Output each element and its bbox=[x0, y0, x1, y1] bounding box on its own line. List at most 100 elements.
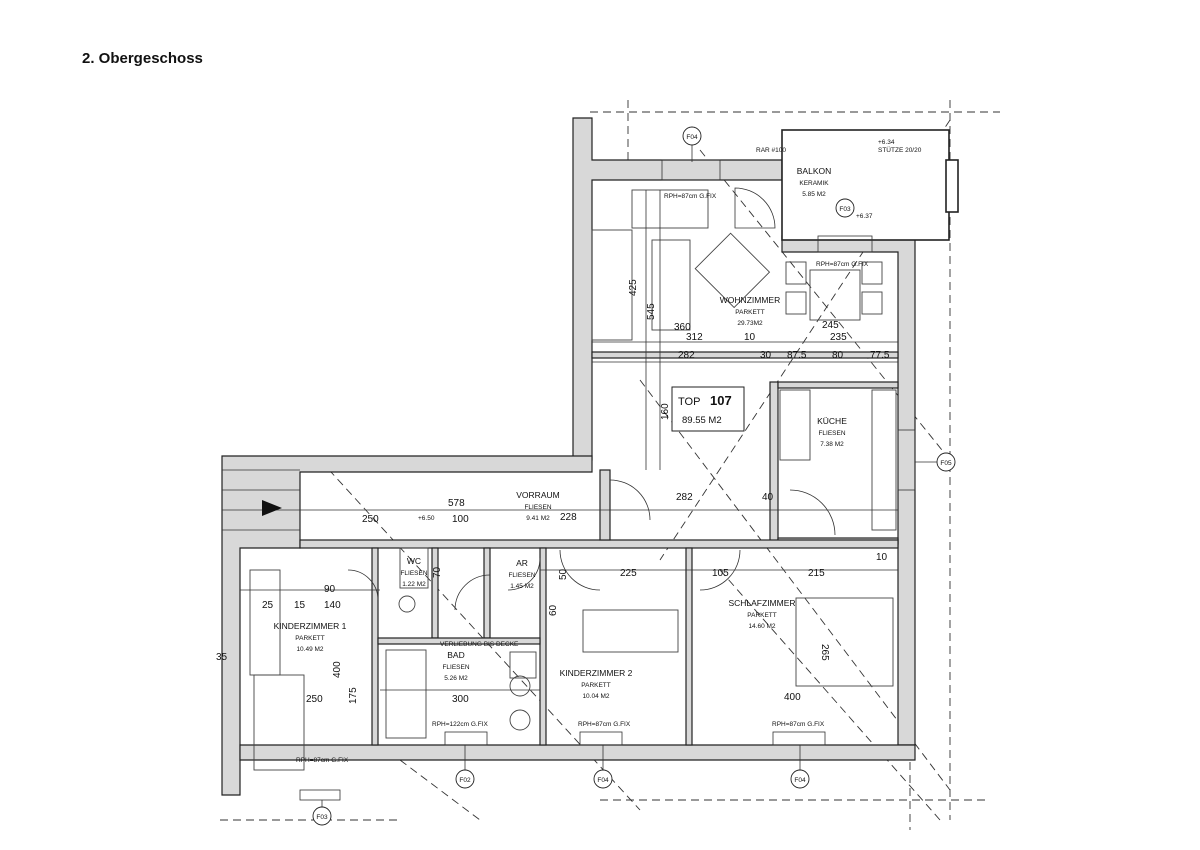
verliebung-note: VERLIEBUNG BIS DECKE bbox=[440, 641, 519, 648]
room-area: 5.85 M2 bbox=[802, 191, 826, 198]
room-name: WC bbox=[407, 556, 421, 566]
dimension: 105 bbox=[712, 568, 729, 579]
room-name: VORRAUM bbox=[516, 490, 559, 500]
dimension: 87.5 bbox=[787, 350, 807, 361]
room-area: 14.60 M2 bbox=[748, 623, 775, 630]
room-area: 1.22 M2 bbox=[402, 581, 426, 588]
room-floor: FLIESEN bbox=[442, 664, 469, 671]
dimension: 282 bbox=[676, 492, 693, 503]
window-tags: F04 F03 F05 F02 F04 F04 F03 bbox=[312, 126, 956, 826]
room-name: KÜCHE bbox=[817, 416, 847, 426]
room-floor: KERAMIK bbox=[799, 180, 829, 187]
annotations: +6.34 +6.37 +6.50 STÜTZE 20/20 RAR #100 … bbox=[418, 139, 922, 648]
room-kinderzimmer-2: KINDERZIMMER 2 PARKETT 10.04 M2 bbox=[560, 668, 633, 700]
dimension: 282 bbox=[678, 350, 695, 361]
dimension: 80 bbox=[832, 350, 844, 361]
stair-area bbox=[222, 469, 300, 531]
dimension: 425 bbox=[628, 279, 639, 296]
unit-label: TOP 107 89.55 M2 bbox=[671, 386, 745, 432]
dimension: 215 bbox=[808, 568, 825, 579]
dimension: 250 bbox=[362, 514, 379, 525]
dimension: 400 bbox=[784, 692, 801, 703]
room-area: 10.04 M2 bbox=[582, 693, 609, 700]
room-balkon: BALKON KERAMIK 5.85 M2 bbox=[797, 166, 832, 198]
unit-number: 107 bbox=[710, 393, 732, 408]
dimension: 228 bbox=[560, 512, 577, 523]
room-name: BALKON bbox=[797, 166, 832, 176]
windows bbox=[299, 159, 916, 801]
room-bad: BAD FLIESEN 5.26 M2 bbox=[442, 650, 469, 682]
room-name: SCHLAFZIMMER bbox=[728, 598, 795, 608]
window-tag: F04 bbox=[597, 777, 609, 784]
room-floor: PARKETT bbox=[295, 635, 325, 642]
room-schlafzimmer: SCHLAFZIMMER PARKETT 14.60 M2 bbox=[728, 598, 795, 630]
dimension: 100 bbox=[452, 514, 469, 525]
level-note: +6.50 bbox=[418, 515, 435, 522]
dimension: 225 bbox=[620, 568, 637, 579]
dimension-numbers: 312 282 30 87.5 80 77.5 235 245 10 578 1… bbox=[216, 279, 890, 705]
dimension: 235 bbox=[830, 332, 847, 343]
room-floor: FLIESEN bbox=[508, 572, 535, 579]
window-tag: F04 bbox=[794, 777, 806, 784]
dimension: 30 bbox=[760, 350, 772, 361]
dimension: 77.5 bbox=[870, 350, 890, 361]
room-floor: FLIESEN bbox=[524, 504, 551, 511]
window-note: RPH=122cm G.FIX bbox=[432, 721, 488, 728]
window-tag: F03 bbox=[316, 814, 328, 821]
unit-area: 89.55 M2 bbox=[682, 415, 722, 426]
window-notes: RPH=87cm G.FIX RPH=87cm G.FIX RPH=122cm … bbox=[296, 193, 869, 764]
window-tag: F02 bbox=[459, 777, 471, 784]
dimension: 70 bbox=[432, 566, 443, 578]
rar-note: RAR #100 bbox=[756, 147, 786, 154]
room-floor: PARKETT bbox=[581, 682, 611, 689]
dimension: 10 bbox=[744, 332, 756, 343]
dimension: 250 bbox=[306, 694, 323, 705]
room-kinderzimmer-1: KINDERZIMMER 1 PARKETT 10.49 M2 bbox=[274, 621, 347, 653]
room-wc: WC FLIESEN 1.22 M2 bbox=[400, 556, 427, 588]
room-name: BAD bbox=[447, 650, 464, 660]
window-tag: F03 bbox=[839, 206, 851, 213]
dimension: 90 bbox=[324, 584, 336, 595]
room-wohnzimmer: WOHNZIMMER PARKETT 29.73M2 bbox=[720, 295, 780, 327]
dimension: 50 bbox=[558, 568, 569, 580]
room-floor: FLIESEN bbox=[400, 570, 427, 577]
dimension: 360 bbox=[674, 322, 691, 333]
unit-top-label: TOP bbox=[678, 396, 700, 408]
dimension: 140 bbox=[324, 600, 341, 611]
dimension: 40 bbox=[762, 492, 774, 503]
doors bbox=[347, 187, 836, 611]
room-name: KINDERZIMMER 2 bbox=[560, 668, 633, 678]
level-note: +6.34 bbox=[878, 139, 895, 146]
furniture bbox=[249, 189, 897, 771]
room-name: WOHNZIMMER bbox=[720, 295, 780, 305]
dimension: 265 bbox=[819, 644, 830, 661]
room-area: 7.38 M2 bbox=[820, 441, 844, 448]
room-area: 1.45 M2 bbox=[510, 583, 534, 590]
room-name: KINDERZIMMER 1 bbox=[274, 621, 347, 631]
dimension: 578 bbox=[448, 498, 465, 509]
dimension: 35 bbox=[216, 652, 228, 663]
room-kueche: KÜCHE FLIESEN 7.38 M2 bbox=[817, 416, 847, 448]
dimension: 25 bbox=[262, 600, 274, 611]
room-ar: AR FLIESEN 1.45 M2 bbox=[508, 558, 535, 590]
window-note: RPH=87cm G.FIX bbox=[578, 721, 631, 728]
room-area: 29.73M2 bbox=[737, 320, 763, 327]
room-area: 9.41 M2 bbox=[526, 515, 550, 522]
window-note: RPH=87cm G.FIX bbox=[816, 261, 869, 268]
dimension: 15 bbox=[294, 600, 306, 611]
dimension: 245 bbox=[822, 320, 839, 331]
dimension: 545 bbox=[646, 303, 657, 320]
window-note: RPH=87cm G.FIX bbox=[296, 757, 349, 764]
level-note: +6.37 bbox=[856, 213, 873, 220]
dimension: 60 bbox=[548, 604, 559, 616]
dimension: 300 bbox=[452, 694, 469, 705]
window-tag: F04 bbox=[686, 134, 698, 141]
page-title: 2. Obergeschoss bbox=[82, 50, 203, 67]
dimension: 312 bbox=[686, 332, 703, 343]
window-note: RPH=87cm G.FIX bbox=[664, 193, 717, 200]
room-floor: FLIESEN bbox=[818, 430, 845, 437]
room-area: 10.49 M2 bbox=[296, 646, 323, 653]
window-tag: F05 bbox=[940, 460, 952, 467]
room-floor: PARKETT bbox=[735, 309, 765, 316]
